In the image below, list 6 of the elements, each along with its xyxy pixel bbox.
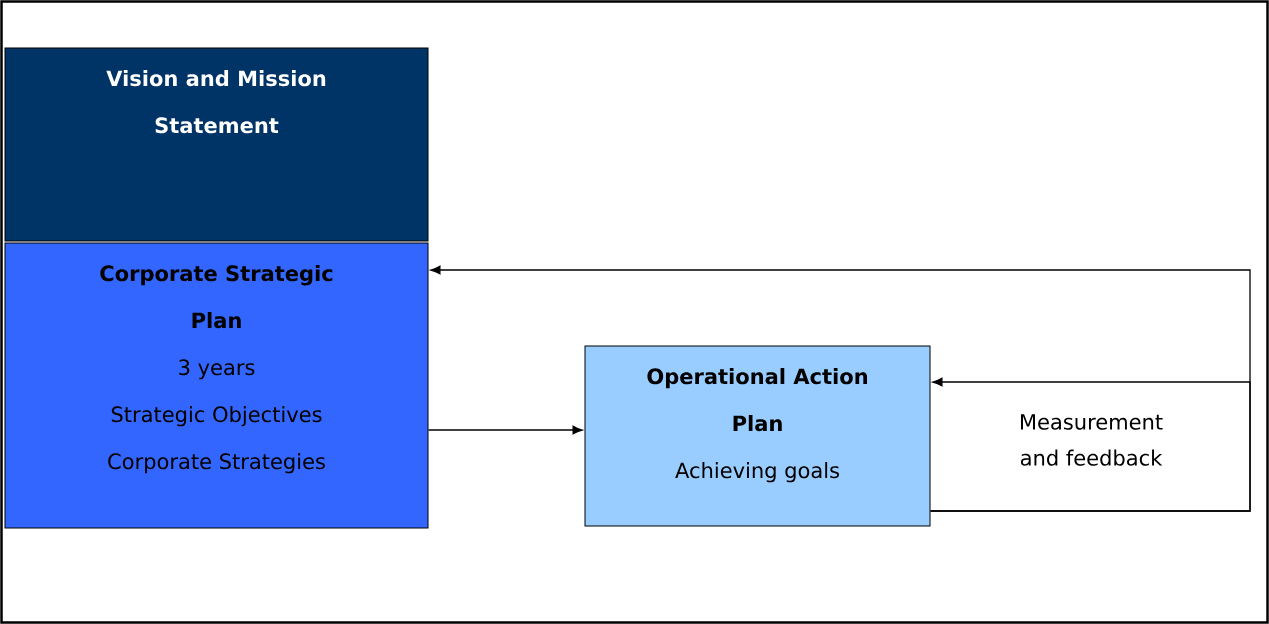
label-text: Measurement and feedback bbox=[1020, 414, 1163, 466]
plan-box: Operational Action Plan Achieving goals bbox=[584, 345, 931, 527]
statement-box: Vision and Mission Statement bbox=[4, 47, 429, 242]
arrow bbox=[929, 377, 1251, 512]
plan-box: Corporate Strategic Plan 3 years Strategic Objectives Corporate Strategies bbox=[4, 242, 429, 529]
arrow bbox=[427, 425, 583, 435]
